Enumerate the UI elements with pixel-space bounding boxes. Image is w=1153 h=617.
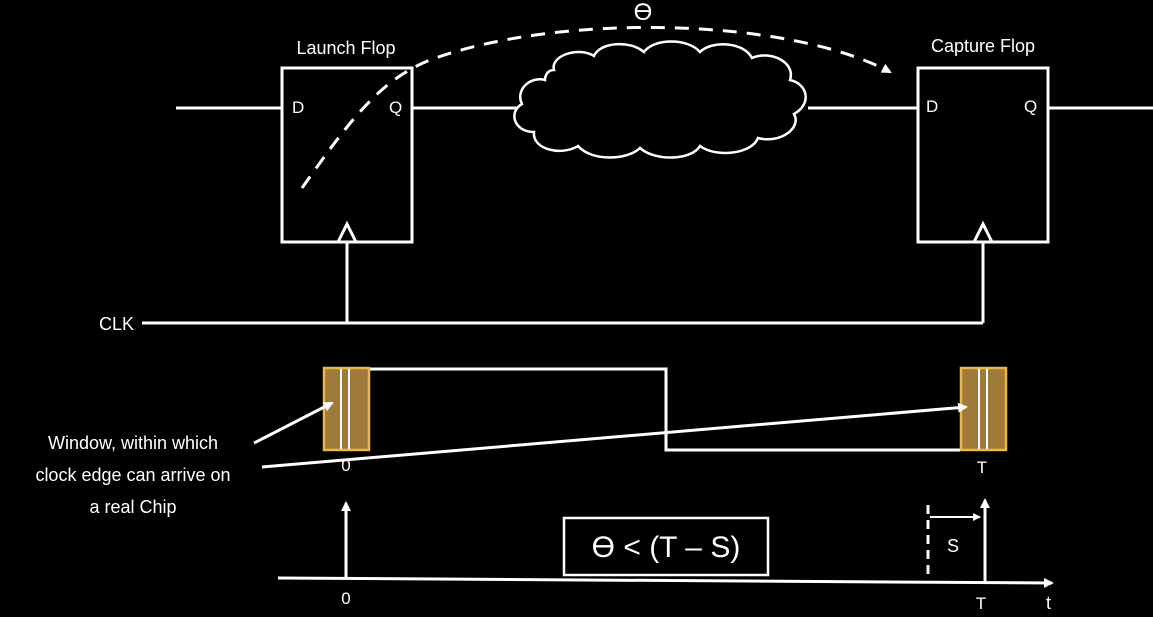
timing-equation: ϴ < (T – S) xyxy=(592,531,741,564)
launch-flop-body xyxy=(280,66,414,244)
time-axis-label: t xyxy=(1046,593,1051,613)
launch-flop-clock-triangle xyxy=(336,220,358,243)
timeline-label-zero: 0 xyxy=(341,589,350,608)
window-note-line-1: Window, within which xyxy=(48,433,218,453)
capture-flop-body xyxy=(916,66,1050,244)
clock-window-launch xyxy=(322,366,371,452)
time-axis xyxy=(277,576,1054,588)
clock-label: CLK xyxy=(99,314,134,334)
timing-equation-box xyxy=(562,516,770,577)
pointer-arrow-to-launch-window xyxy=(253,401,334,445)
launch-flop: Launch Flop D Q xyxy=(280,38,414,244)
capture-flop-clock-triangle xyxy=(972,220,994,243)
window-note-line-2: clock edge can arrive on xyxy=(35,465,230,485)
waveform-line xyxy=(370,367,960,452)
waveform-label-t: T xyxy=(977,458,987,477)
capture-flop-d-pin: D xyxy=(926,97,938,116)
capture-flop-title: Capture Flop xyxy=(931,36,1035,56)
window-note: Window, within which clock edge can arri… xyxy=(35,401,968,517)
path-delay-symbol: ϴ xyxy=(634,0,653,26)
window-note-line-3: a real Chip xyxy=(89,497,176,517)
combinational-logic-cloud xyxy=(513,40,807,159)
path-delay-arc xyxy=(300,25,892,189)
launch-flop-title: Launch Flop xyxy=(296,38,395,58)
waveform-label-zero: 0 xyxy=(341,456,350,475)
data-waveform: 0 T xyxy=(322,366,1008,477)
setup-time-label: S xyxy=(947,536,959,556)
clock-network: CLK xyxy=(99,242,985,334)
launch-flop-q-pin: Q xyxy=(389,98,402,117)
timeline: S 0 T t ϴ < (T – S) xyxy=(277,498,1054,613)
clock-window-capture xyxy=(959,366,1008,452)
pointer-arrow-to-capture-window xyxy=(261,402,968,469)
capture-flop: Capture Flop D Q xyxy=(916,36,1050,244)
launch-flop-d-pin: D xyxy=(292,98,304,117)
capture-flop-q-pin: Q xyxy=(1024,97,1037,116)
timeline-label-t: T xyxy=(976,594,986,613)
